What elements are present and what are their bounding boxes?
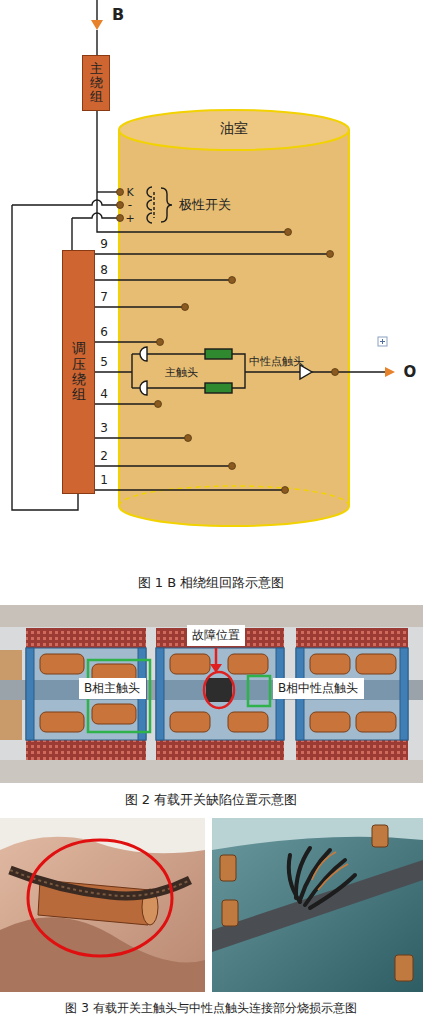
wires	[12, 0, 385, 510]
node-text: 主绕组	[90, 62, 103, 105]
burn-photo-right	[212, 818, 423, 992]
contact-name: 中性点触头	[249, 354, 304, 369]
tap-number: 5	[100, 355, 108, 369]
label-text: 1	[100, 473, 108, 487]
label-text: 3	[100, 421, 108, 435]
label-text: 图 2 有载开关缺陷位置示意图	[125, 792, 298, 807]
switch-position: -	[128, 198, 132, 212]
label-text: 主触头	[165, 366, 198, 379]
contacts	[140, 347, 312, 395]
switch-name: 极性开关	[179, 196, 231, 214]
tap-dots	[117, 189, 339, 494]
tap-number: 7	[100, 290, 108, 304]
tap-number: 1	[100, 473, 108, 487]
switch-position: +	[125, 212, 134, 225]
label-text: K	[126, 186, 133, 199]
contact-name: 主触头	[165, 365, 198, 380]
tap-number: 9	[100, 237, 108, 251]
label-text: -	[128, 198, 132, 212]
arrow-head	[91, 20, 103, 30]
label-text: 7	[100, 290, 108, 304]
node-text: B相中性点触头	[278, 680, 358, 697]
tap-number: 2	[100, 449, 108, 463]
tap-number: 3	[100, 421, 108, 435]
terminal-name: B	[112, 5, 124, 24]
label-text: 图 3 有载开关主触头与中性点触头连接部分烧损示意图	[65, 1001, 356, 1015]
photo-label: 故障位置	[187, 625, 245, 646]
label-text: 6	[100, 325, 108, 339]
terminal-name: O	[404, 363, 417, 381]
label-text: B	[112, 5, 124, 24]
label-text: O	[404, 363, 417, 381]
tap-number: 4	[100, 387, 108, 401]
burn-photo-left	[0, 818, 205, 992]
label-text: 2	[100, 449, 108, 463]
photo-label: B相中性点触头	[273, 678, 364, 699]
node-text: 油室	[220, 120, 248, 138]
label-text: 极性开关	[179, 197, 231, 212]
label-text: 图 1 B 相绕组回路示意图	[138, 575, 285, 590]
label-text: 5	[100, 355, 108, 369]
arrow-head	[385, 367, 395, 377]
label-text: 8	[100, 263, 108, 277]
figure-caption: 图 3 有载开关主触头与中性点触头连接部分烧损示意图	[65, 1000, 356, 1017]
node-text: 故障位置	[192, 627, 240, 644]
photo-label: B相主触头	[79, 678, 146, 699]
expand-icon	[378, 337, 387, 346]
figure-caption: 图 2 有载开关缺陷位置示意图	[125, 791, 298, 809]
label-text: 4	[100, 387, 108, 401]
switch-position: K	[126, 186, 133, 199]
winding-box: 调压绕组	[62, 250, 95, 494]
tap-number: 8	[100, 263, 108, 277]
figure-caption: 图 1 B 相绕组回路示意图	[138, 574, 285, 592]
switch-photo	[0, 605, 423, 783]
label-text: 中性点触头	[249, 355, 304, 368]
label-text: 9	[100, 237, 108, 251]
node-text: 调压绕组	[72, 341, 86, 403]
node-text: B相主触头	[84, 680, 140, 697]
winding-box: 主绕组	[82, 55, 110, 111]
tap-number: 6	[100, 325, 108, 339]
label-text: +	[125, 212, 134, 225]
